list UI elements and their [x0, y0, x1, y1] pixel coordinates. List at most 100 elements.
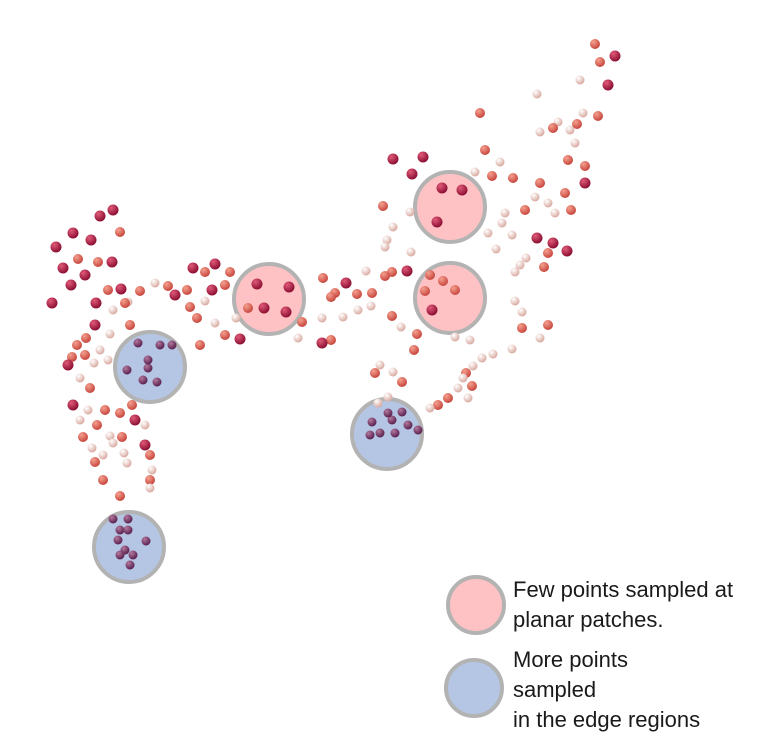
- point: [209, 258, 221, 270]
- point: [138, 375, 148, 385]
- point: [373, 398, 383, 408]
- point: [531, 232, 543, 244]
- point: [548, 123, 558, 133]
- legend-label-planar: Few points sampled at planar patches.: [513, 575, 733, 635]
- point: [143, 363, 153, 373]
- point: [443, 393, 453, 403]
- point: [510, 267, 520, 277]
- point: [361, 266, 371, 276]
- point: [326, 292, 336, 302]
- point-cloud: [46, 39, 621, 570]
- legend-edge-line2: sampled: [513, 677, 597, 702]
- point: [81, 333, 91, 343]
- point: [100, 405, 110, 415]
- point: [195, 340, 205, 350]
- legend-swatches: [444, 575, 506, 718]
- point: [75, 373, 85, 383]
- point: [115, 550, 125, 560]
- point: [547, 237, 559, 249]
- point: [150, 278, 160, 288]
- point: [92, 420, 102, 430]
- point: [200, 296, 210, 306]
- point: [318, 273, 328, 283]
- point: [225, 267, 235, 277]
- point: [563, 155, 573, 165]
- point: [543, 248, 553, 258]
- point: [405, 207, 415, 217]
- point: [75, 415, 85, 425]
- point: [383, 408, 393, 418]
- point: [480, 145, 490, 155]
- legend-edge-line3: in the edge regions: [513, 707, 701, 732]
- point: [297, 317, 307, 327]
- point: [107, 204, 119, 216]
- point: [234, 333, 246, 345]
- point: [483, 228, 493, 238]
- point: [566, 205, 576, 215]
- point: [258, 302, 270, 314]
- point: [595, 57, 605, 67]
- point: [141, 536, 151, 546]
- legend-swatch-planar: [446, 575, 506, 635]
- point: [367, 288, 377, 298]
- point: [210, 318, 220, 328]
- point: [397, 377, 407, 387]
- point: [406, 247, 416, 257]
- point: [127, 400, 137, 410]
- point: [579, 177, 591, 189]
- point: [426, 304, 438, 316]
- point: [106, 256, 118, 268]
- point: [420, 286, 430, 296]
- point: [125, 320, 135, 330]
- point: [561, 245, 573, 257]
- point: [370, 368, 380, 378]
- point: [85, 383, 95, 393]
- point: [378, 201, 388, 211]
- point: [417, 151, 429, 163]
- point: [521, 253, 531, 263]
- point: [145, 483, 155, 493]
- point: [139, 439, 151, 451]
- point: [105, 431, 115, 441]
- point: [95, 345, 105, 355]
- point: [220, 280, 230, 290]
- point: [113, 535, 123, 545]
- point: [105, 329, 115, 339]
- point: [72, 340, 82, 350]
- point: [169, 289, 181, 301]
- point: [187, 262, 199, 274]
- point: [475, 108, 485, 118]
- point: [123, 514, 133, 524]
- point: [140, 420, 150, 430]
- point: [89, 358, 99, 368]
- point: [366, 301, 376, 311]
- legend-planar-line1: Few points sampled at: [513, 577, 734, 602]
- point: [73, 254, 83, 264]
- point: [508, 173, 518, 183]
- point: [117, 432, 127, 442]
- point: [565, 125, 575, 135]
- point: [507, 344, 517, 354]
- point: [396, 322, 406, 332]
- point: [387, 311, 397, 321]
- point: [530, 192, 540, 202]
- point: [108, 514, 118, 524]
- point: [90, 457, 100, 467]
- point: [163, 281, 173, 291]
- point: [87, 443, 97, 453]
- point: [495, 157, 505, 167]
- point: [152, 377, 162, 387]
- point: [108, 305, 118, 315]
- point: [365, 430, 375, 440]
- point: [450, 332, 460, 342]
- point: [453, 383, 463, 393]
- point: [67, 352, 77, 362]
- point: [98, 450, 108, 460]
- point: [316, 337, 328, 349]
- planar-region-circle: [413, 261, 487, 335]
- point: [535, 178, 545, 188]
- point: [550, 208, 560, 218]
- point: [57, 262, 69, 274]
- point: [535, 333, 545, 343]
- point: [517, 307, 527, 317]
